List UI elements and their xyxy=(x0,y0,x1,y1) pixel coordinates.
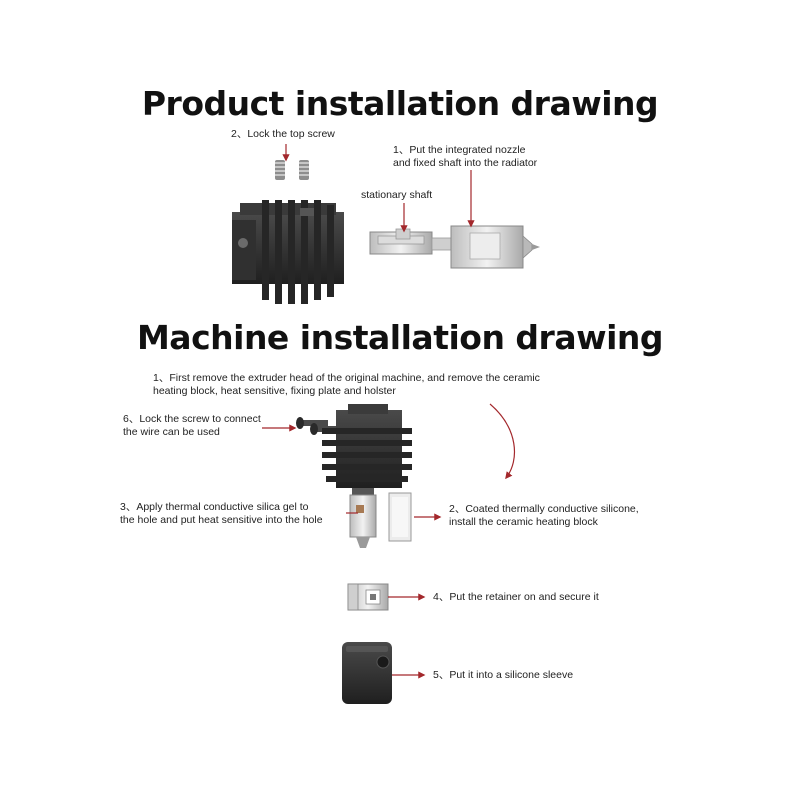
label-coat-silicone: 2、Coated thermally conductive silicone, … xyxy=(449,503,639,529)
label-lock-screw-wire-line2: the wire can be used xyxy=(123,426,220,438)
heating-block-icon xyxy=(346,494,377,548)
label-apply-silica-gel-line1: 3、Apply thermal conductive silica gel to xyxy=(120,501,309,513)
radiator-heatsink-icon xyxy=(232,200,344,304)
stationary-shaft-icon xyxy=(369,228,433,255)
assembled-hotend-icon xyxy=(322,404,412,496)
label-stationary-shaft: stationary shaft xyxy=(361,189,433,201)
label-lock-top-screw: 2、Lock the top screw xyxy=(231,128,335,140)
label-put-retainer: 4、Put the retainer on and secure it xyxy=(433,591,599,603)
label-put-nozzle-line1: 1、Put the integrated nozzle xyxy=(393,144,526,156)
product-installation-title: Product installation drawing xyxy=(141,84,659,123)
label-put-nozzle: 1、Put the integrated nozzle and fixed sh… xyxy=(393,144,537,170)
machine-installation-title: Machine installation drawing xyxy=(136,318,664,357)
label-apply-silica-gel: 3、Apply thermal conductive silica gel to… xyxy=(120,501,323,527)
label-lock-screw-wire: 6、Lock the screw to connect the wire can… xyxy=(123,413,261,439)
label-apply-silica-gel-line2: the hole and put heat sensitive into the… xyxy=(120,514,323,526)
integrated-nozzle-icon xyxy=(431,225,540,269)
silicone-sleeve-icon xyxy=(342,642,392,704)
label-silicone-sleeve: 5、Put it into a silicone sleeve xyxy=(433,669,574,681)
ceramic-block-icon xyxy=(388,492,412,542)
label-coat-silicone-line2: install the ceramic heating block xyxy=(449,516,598,528)
grub-screws-icon xyxy=(275,160,309,180)
retainer-icon xyxy=(347,583,389,611)
curved-arrow xyxy=(489,403,516,480)
label-remove-extruder: 1、First remove the extruder head of the … xyxy=(153,372,540,398)
label-remove-extruder-line2: heating block, heat sensitive, fixing pl… xyxy=(153,385,396,397)
label-coat-silicone-line1: 2、Coated thermally conductive silicone, xyxy=(449,503,639,515)
label-remove-extruder-line1: 1、First remove the extruder head of the … xyxy=(153,372,540,384)
label-lock-screw-wire-line1: 6、Lock the screw to connect xyxy=(123,413,261,425)
label-put-nozzle-line2: and fixed shaft into the radiator xyxy=(393,157,538,169)
